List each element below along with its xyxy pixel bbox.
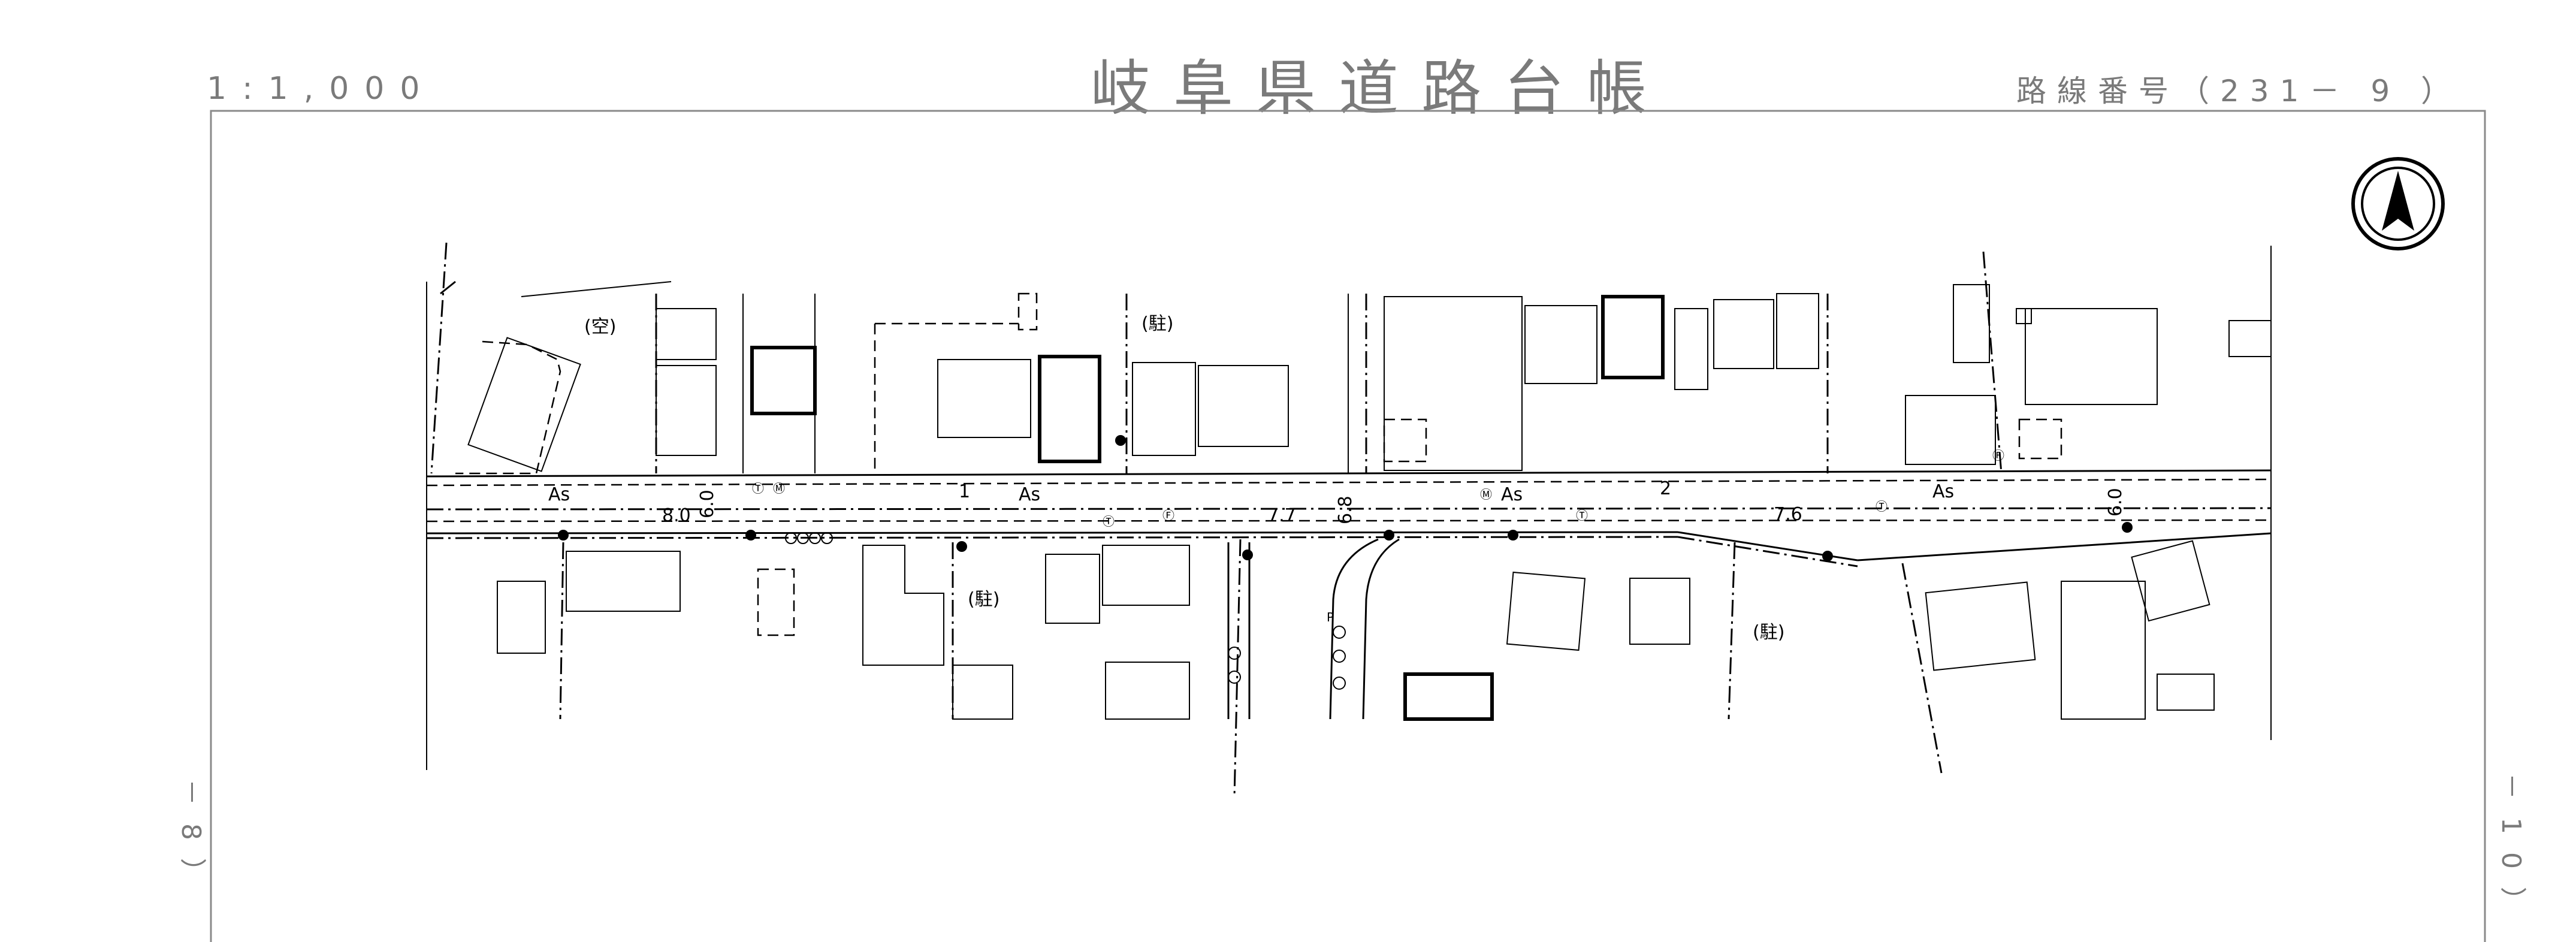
pavement-label: As	[1932, 481, 1954, 502]
svg-text:Ⓣ: Ⓣ	[752, 481, 764, 496]
north-parcels	[455, 281, 2272, 475]
map-frame	[210, 110, 2486, 942]
right-sheet-number: －10）	[2496, 773, 2526, 931]
pavement-label: As	[1019, 484, 1040, 505]
lot-label: (駐)	[968, 589, 999, 610]
map-labels: (空) (駐) (駐) (駐) As As As As 1 2 8.0 6.0 …	[548, 313, 2126, 643]
left-sheet-number: －8）	[176, 779, 206, 902]
lot-label: (空)	[584, 316, 616, 337]
svg-text:Ⓕ: Ⓕ	[1162, 508, 1174, 523]
lot-label: (駐)	[1753, 622, 1784, 643]
svg-text:Ⓜ: Ⓜ	[773, 481, 785, 496]
utility-poles	[558, 435, 2133, 561]
svg-text:Ⓜ: Ⓜ	[1480, 487, 1492, 502]
svg-text:Ⓣ: Ⓣ	[1576, 508, 1588, 523]
section-number: 1	[959, 481, 970, 502]
lot-label: (駐)	[1141, 313, 1173, 334]
width-label: 8.0	[662, 505, 691, 526]
svg-text:Ⓕ: Ⓕ	[1992, 448, 2004, 463]
width-label: 6.0	[697, 490, 718, 518]
cross-streets	[430, 242, 2003, 798]
south-parcels	[497, 540, 2215, 721]
north-arrow-icon	[2351, 157, 2445, 250]
pavement-label: As	[1501, 484, 1523, 505]
svg-text:Ⓣ: Ⓣ	[1876, 499, 1888, 514]
route-number: 路線番号（231－ 9 ）	[2016, 74, 2462, 108]
width-label: 6.8	[1335, 496, 1356, 524]
section-number: 2	[1660, 478, 1671, 499]
width-label: 7.7	[1267, 505, 1296, 526]
width-label: 7.6	[1774, 504, 1802, 525]
svg-text:P: P	[1327, 610, 1334, 624]
map-scale: 1:1,000	[207, 71, 436, 107]
width-label: 6.0	[2105, 488, 2126, 517]
pavement-label: As	[548, 484, 570, 505]
hydrant-markers	[785, 532, 1346, 690]
svg-text:Ⓣ: Ⓣ	[1103, 514, 1115, 529]
